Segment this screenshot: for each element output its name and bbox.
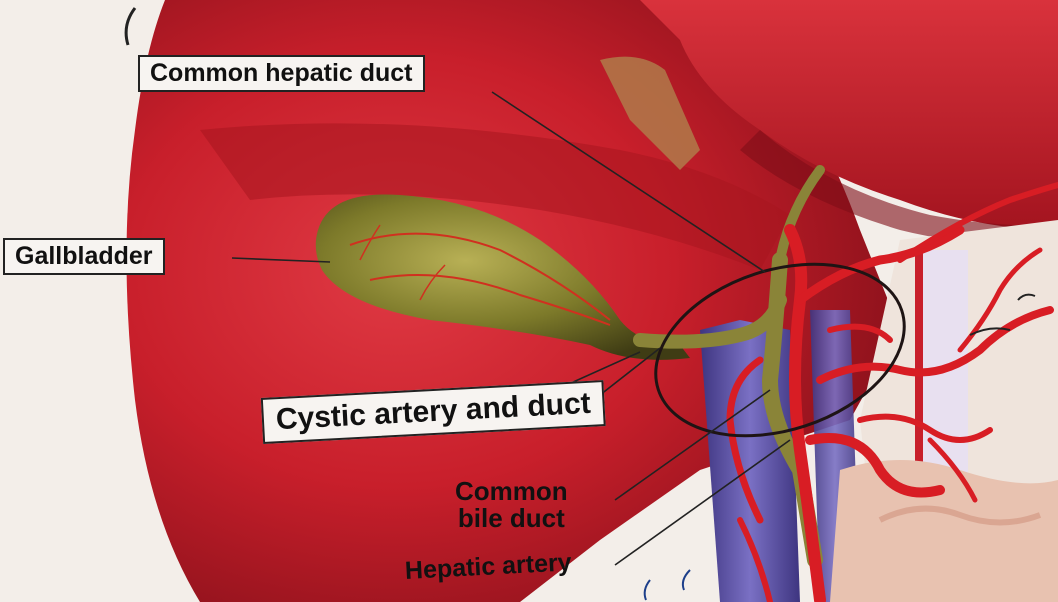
label-common-bile-duct-line1: Common — [455, 478, 568, 505]
label-common-bile-duct: Common bile duct — [455, 478, 568, 533]
label-common-hepatic-duct: Common hepatic duct — [138, 55, 425, 92]
label-common-bile-duct-line2: bile duct — [455, 505, 568, 532]
label-gallbladder: Gallbladder — [3, 238, 165, 275]
